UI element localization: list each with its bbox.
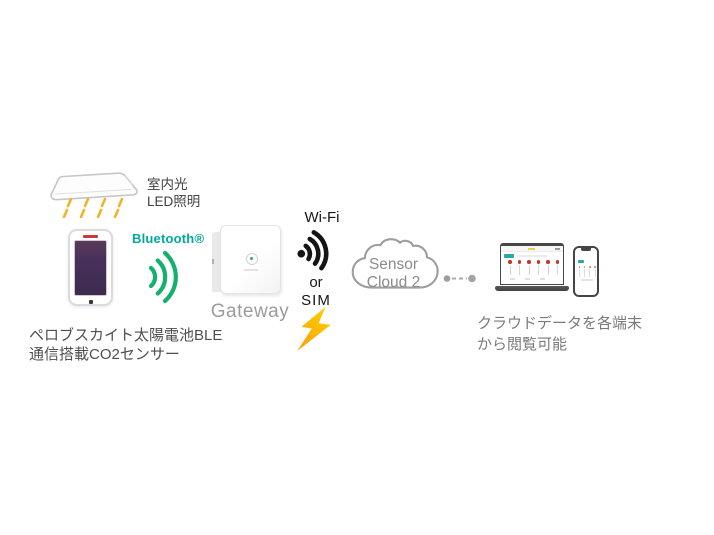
sensor-caption-line2: 通信搭載CO2センサー [29, 346, 180, 363]
dashboard-accent-chip [504, 254, 514, 258]
dashboard-toolbar [501, 246, 563, 252]
phone-gauges [578, 266, 597, 277]
sim-label: SIM [301, 292, 331, 309]
co2-sensor-device [68, 229, 113, 306]
devices-caption-line2: から閲覧可能 [477, 336, 568, 353]
dashboard-gauges [508, 260, 560, 275]
phone-screen [573, 246, 599, 297]
sensor-brand-mark [83, 235, 98, 238]
phone-footer-mark [581, 279, 593, 281]
solar-panel [74, 240, 107, 296]
sensor-caption-line1: ペロブスカイト太陽電池BLE [29, 327, 223, 344]
sensor-caption: ペロブスカイト太陽電池BLE 通信搭載CO2センサー [29, 326, 222, 364]
cloud-link-connector [443, 274, 476, 283]
laptop-icon [495, 243, 569, 291]
laptop-base [495, 286, 569, 291]
led-label-line1: 室内光 [147, 177, 188, 192]
dashboard-toolbar-menu [555, 247, 560, 250]
ble-wave-icon [148, 250, 178, 304]
led-light-icon [50, 172, 138, 201]
dashboard-footer-marks [510, 278, 545, 280]
cloud-label-line1: Sensor [368, 256, 419, 273]
phone-accent-chip [577, 260, 584, 263]
gateway-logo-text [244, 269, 258, 271]
gateway-label: Gateway [210, 301, 290, 322]
cloud-label: Sensor Cloud 2 [344, 256, 443, 292]
or-label: or [309, 274, 323, 291]
devices-caption: クラウドデータを各端末 から閲覧可能 [477, 313, 642, 355]
led-label-line2: LED照明 [147, 194, 201, 209]
led-label: 室内光 LED照明 [147, 176, 200, 210]
gateway-device [212, 225, 282, 299]
cloud-label-line2: Cloud 2 [366, 274, 421, 291]
led-light-rays-icon [62, 198, 124, 218]
devices-caption-line1: クラウドデータを各端末 [477, 315, 643, 332]
gateway-port [212, 259, 214, 264]
cloud-icon [351, 238, 439, 289]
phone-notch [581, 248, 591, 251]
dashboard-subheader [517, 255, 547, 257]
phone-icon [573, 246, 599, 297]
gateway-front-face [220, 225, 281, 294]
sensor-indicator [88, 300, 93, 304]
wifi-signal-icon [297, 230, 329, 271]
wifi-label: Wi-Fi [304, 209, 340, 226]
dashboard-toolbar-highlight [528, 247, 535, 250]
laptop-screen [500, 243, 564, 285]
gateway-logo-icon [246, 253, 258, 265]
bluetooth-label: Bluetooth® [132, 231, 205, 246]
lightning-bolt-icon [297, 307, 331, 351]
